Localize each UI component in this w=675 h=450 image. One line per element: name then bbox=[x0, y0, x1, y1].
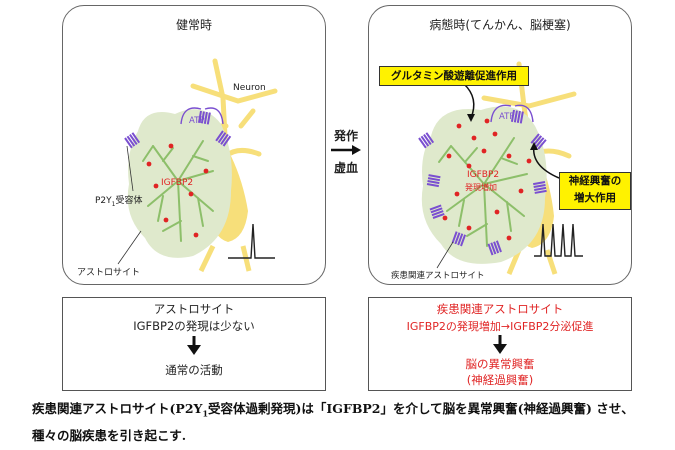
excitation-box-line2: 増大作用 bbox=[574, 192, 616, 204]
caption-part1: 疾患関連アストロサイト(P2Y bbox=[32, 401, 203, 416]
disease-astrocyte-label: 疾患関連アストロサイト bbox=[391, 271, 485, 281]
p2y1-receptors-overexpressed bbox=[418, 109, 547, 256]
healthy-astrocyte-illustration bbox=[117, 58, 278, 273]
right-panel-title: 病態時(てんかん、脳梗塞) bbox=[429, 18, 571, 32]
astrocyte-label: アストロサイト bbox=[77, 268, 141, 278]
excitation-box-line1: 神経興奮の bbox=[568, 175, 622, 187]
right-box-line1: 疾患関連アストロサイト bbox=[436, 302, 564, 316]
right-box-line3: 脳の異常興奮 bbox=[465, 357, 535, 371]
astrocyte-pointer bbox=[436, 241, 454, 269]
receptor-label: P2Y1受容体 bbox=[95, 193, 143, 208]
atp-release-arrow bbox=[490, 104, 512, 123]
igfbp2-label: IGFBP2 bbox=[467, 170, 500, 180]
atp-uptake-arrow bbox=[204, 107, 224, 125]
atp-label: ATP bbox=[189, 116, 205, 126]
transition-arrow: 発作 虚血 bbox=[330, 127, 362, 187]
arrow-label-ischemia: 虚血 bbox=[333, 161, 358, 175]
left-box-line1: アストロサイト bbox=[153, 302, 235, 316]
astrocyte-pointer bbox=[117, 230, 142, 265]
p2y1-receptors bbox=[124, 110, 232, 149]
igfbp2-sub-label: 発現増加 bbox=[465, 183, 497, 192]
igfbp2-dots bbox=[442, 118, 532, 241]
right-panel: 病態時(てんかん、脳梗塞) bbox=[368, 5, 632, 285]
caption-part2: 受容体過剰発現)は「IGFBP2」を介して脳を異常興奮(神経過興奮) させ、種々… bbox=[32, 401, 634, 443]
caption-sub: 1 bbox=[202, 408, 209, 419]
neuron-label: Neuron bbox=[233, 83, 266, 93]
igfbp2-label: IGFBP2 bbox=[161, 178, 194, 188]
atp-uptake-arrow bbox=[514, 104, 534, 123]
left-panel: 健常時 bbox=[62, 5, 326, 285]
receptor-label-pre: P2Y bbox=[95, 196, 112, 206]
atp-label: ATP bbox=[499, 112, 515, 122]
receptor-label-post: 受容体 bbox=[115, 196, 143, 206]
left-box-line3: 通常の活動 bbox=[165, 363, 223, 377]
left-box-line2: IGFBP2の発現は少ない bbox=[133, 319, 255, 333]
burst-action-potential-trace bbox=[534, 223, 583, 257]
astrocyte-processes bbox=[438, 137, 528, 247]
disease-astrocyte-illustration bbox=[418, 61, 583, 275]
igfbp2-dots bbox=[146, 143, 209, 238]
right-box-line2: IGFBP2の発現増加→IGFBP2分泌促進 bbox=[406, 320, 594, 333]
receptor-label-sub: 1 bbox=[111, 200, 116, 208]
right-arrow-icon bbox=[331, 145, 361, 155]
astrocyte-processes bbox=[142, 140, 214, 242]
left-panel-title: 健常時 bbox=[175, 18, 212, 32]
right-box-line4: (神経過興奮) bbox=[466, 373, 534, 387]
left-summary-box: アストロサイト IGFBP2の発現は少ない 通常の活動 bbox=[62, 297, 326, 391]
arrow-label-seizure: 発作 bbox=[333, 129, 358, 143]
action-potential-trace bbox=[228, 223, 275, 259]
figure-caption: 疾患関連アストロサイト(P2Y1受容体過剰発現)は「IGFBP2」を介して脳を異… bbox=[32, 398, 644, 447]
glutamate-release-box: グルタミン酸遊離促進作用 bbox=[379, 66, 529, 86]
down-arrow-icon bbox=[493, 335, 507, 354]
receptor-pointer bbox=[126, 145, 134, 192]
atp-release-arrow bbox=[180, 107, 202, 125]
down-arrow-icon bbox=[187, 336, 201, 355]
excitation-increase-box: 神経興奮の 増大作用 bbox=[559, 172, 631, 210]
right-summary-box: 疾患関連アストロサイト IGFBP2の発現増加→IGFBP2分泌促進 脳の異常興… bbox=[368, 297, 632, 391]
